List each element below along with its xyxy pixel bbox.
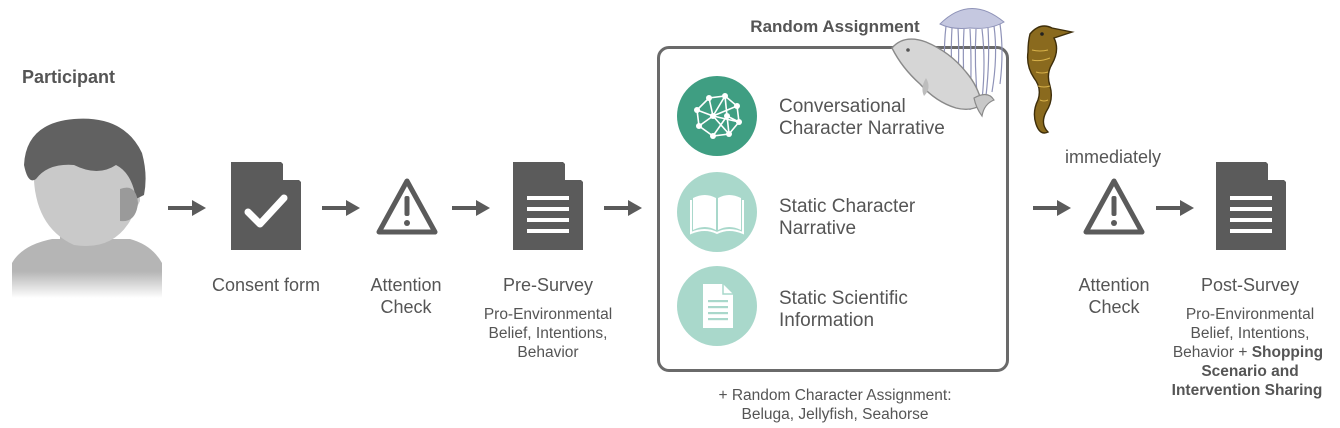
pre-survey-label: Pre-Survey — [502, 275, 594, 295]
condition-1-circle — [677, 76, 757, 156]
condition-3-line1: Static Scientific — [779, 288, 908, 309]
attention-check-2-label-line1: Attention — [1078, 275, 1150, 295]
post-survey-detail-line3-bold: Shopping — [1251, 344, 1324, 361]
post-survey-document-icon — [1216, 162, 1286, 250]
pre-survey-document-icon — [513, 162, 583, 250]
consent-form-icon — [231, 162, 301, 250]
pre-survey-detail-line1: Pro-Environmental — [483, 306, 613, 323]
pre-survey-detail-line2: Belief, Intentions, — [488, 325, 608, 342]
book-icon — [690, 195, 744, 235]
attention-check-2-label-line2: Check — [1088, 297, 1140, 317]
post-survey-detail-line3: Behavior + Shopping — [1156, 343, 1340, 362]
flow-arrow-3 — [452, 200, 490, 216]
flow-arrow-6 — [1156, 200, 1194, 216]
post-survey-detail-line5: Intervention Sharing — [1171, 382, 1323, 399]
attention-check-1-label-line2: Check — [380, 297, 432, 317]
consent-form-label: Consent form — [211, 275, 321, 295]
participant-head-icon — [12, 118, 162, 298]
flow-arrow-2 — [322, 200, 360, 216]
attention-check-1-label-line1: Attention — [370, 275, 442, 295]
flow-arrow-5 — [1033, 200, 1071, 216]
random-assignment-box — [657, 46, 1009, 372]
condition-1-line2: Character Narrative — [779, 118, 945, 139]
random-character-note-line1: + Random Character Assignment: — [718, 387, 952, 404]
condition-1-line1: Conversational — [779, 96, 906, 117]
timing-label: immediately — [1064, 147, 1162, 167]
random-assignment-title: Random Assignment — [750, 17, 920, 36]
warning-icon — [376, 178, 438, 235]
beluga-icon — [891, 38, 995, 118]
post-survey-detail-line2: Belief, Intentions, — [1190, 325, 1310, 342]
condition-2-line2: Narrative — [779, 218, 857, 239]
seahorse-icon — [1026, 25, 1075, 134]
participant-title: Participant — [22, 67, 116, 87]
flow-arrow-4 — [604, 200, 642, 216]
post-survey-detail-line1: Pro-Environmental — [1185, 306, 1315, 323]
condition-3-line2: Information — [779, 310, 875, 331]
random-character-note-line2: Beluga, Jellyfish, Seahorse — [741, 406, 929, 423]
neural-network-icon — [694, 93, 742, 139]
document-icon — [703, 284, 733, 328]
warning-icon — [1083, 178, 1145, 235]
condition-2-line1: Static Character — [779, 196, 916, 217]
post-survey-detail-line3-plain: Behavior + — [1172, 344, 1252, 361]
flow-arrow-1 — [168, 200, 206, 216]
post-survey-label: Post-Survey — [1200, 275, 1300, 295]
post-survey-detail-line4: Scenario and — [1201, 363, 1299, 380]
pre-survey-detail-line3: Behavior — [517, 344, 579, 361]
